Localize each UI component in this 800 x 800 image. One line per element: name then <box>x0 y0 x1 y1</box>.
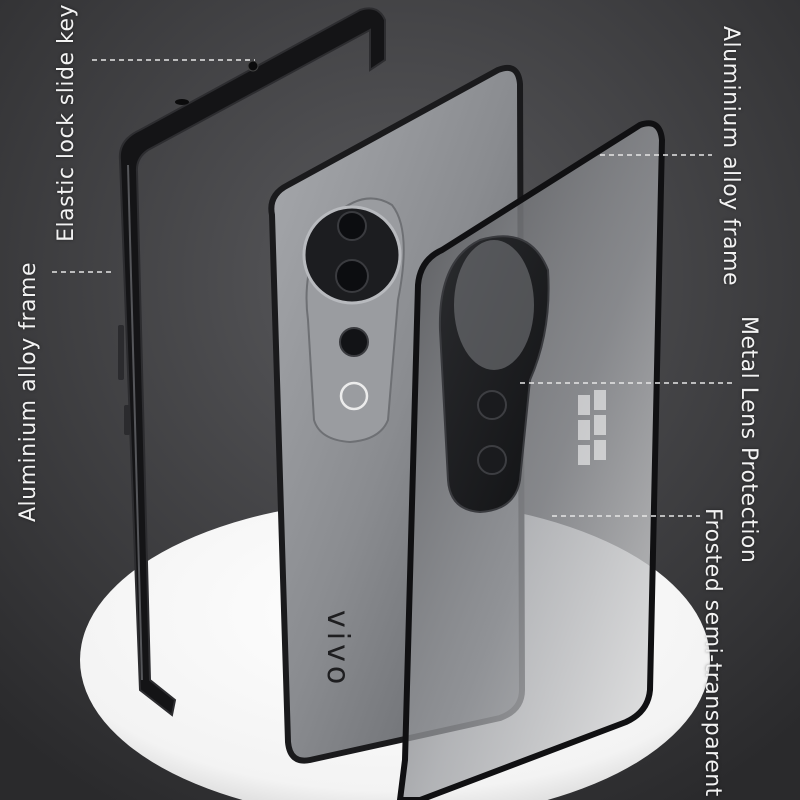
metal-lens-protection <box>438 235 550 514</box>
label-metal-lens-protection: Metal Lens Protection <box>736 316 761 564</box>
label-elastic-lock-slide-key: Elastic lock slide key <box>54 4 79 242</box>
phone-brand-logo: vivo <box>320 610 355 688</box>
label-aluminium-alloy-frame-left: Aluminium alloy frame <box>16 262 41 522</box>
left-bumper-frame <box>118 7 386 717</box>
label-aluminium-alloy-frame-right: Aluminium alloy frame <box>718 26 743 286</box>
callout-lines <box>52 59 735 517</box>
label-frosted-semi-transparent: Frosted semi-transparent <box>700 508 725 797</box>
